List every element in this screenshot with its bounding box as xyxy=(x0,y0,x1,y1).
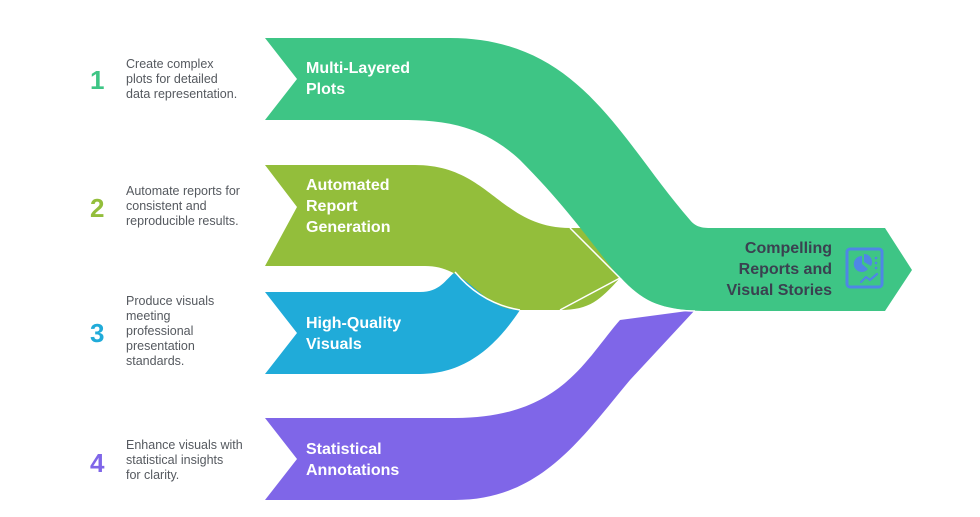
title-line: Statistical xyxy=(306,441,382,458)
description-line: statistical insights xyxy=(126,453,224,467)
description-line: data representation. xyxy=(126,87,238,101)
title-line: Report xyxy=(306,198,358,215)
step-title-4: Statistical Annotations xyxy=(306,439,446,481)
step-description-1: Create complex plots for detailed data r… xyxy=(126,57,261,102)
title-line: Annotations xyxy=(306,462,400,479)
description-line: consistent and xyxy=(126,199,207,213)
separator-line xyxy=(619,277,696,312)
band-statistical-annotations xyxy=(265,310,695,500)
step-title-1: Multi-Layered Plots xyxy=(306,58,446,100)
outcome-title: Compelling Reports and Visual Stories xyxy=(692,238,832,301)
description-line: Automate reports for xyxy=(126,184,240,198)
step-title-2: Automated Report Generation xyxy=(306,175,446,238)
title-line: Visual Stories xyxy=(726,282,832,299)
description-line: professional xyxy=(126,324,194,338)
title-line: Automated xyxy=(306,177,390,194)
band-automated-report-generation xyxy=(265,165,620,310)
title-line: Visuals xyxy=(306,336,362,353)
description-line: standards. xyxy=(126,354,185,368)
step-title-3: High-Quality Visuals xyxy=(306,313,446,355)
title-line: Plots xyxy=(306,81,346,98)
description-line: Enhance visuals with xyxy=(126,438,243,452)
step-description-2: Automate reports for consistent and repr… xyxy=(126,184,261,229)
step-number-3: 3 xyxy=(90,318,105,348)
description-line: reproducible results. xyxy=(126,214,239,228)
title-line: High-Quality xyxy=(306,315,402,332)
title-line: Generation xyxy=(306,219,391,236)
band-multi-layered-plots xyxy=(265,38,912,311)
description-line: Create complex xyxy=(126,57,214,71)
description-line: plots for detailed xyxy=(126,72,218,86)
title-line: Reports and xyxy=(738,261,832,278)
separator-line xyxy=(454,271,521,311)
step-number-2: 2 xyxy=(90,193,105,223)
step-number-1: 1 xyxy=(90,65,105,95)
step-description-3: Produce visuals meeting professional pre… xyxy=(126,294,261,369)
title-line: Compelling xyxy=(744,240,832,257)
band-high-quality-visuals xyxy=(265,272,520,374)
title-line: Multi-Layered xyxy=(306,60,411,77)
description-line: presentation xyxy=(126,339,195,353)
step-number-4: 4 xyxy=(90,448,105,478)
separator-line xyxy=(569,227,621,279)
description-line: Produce visuals xyxy=(126,294,215,308)
report-chart-icon xyxy=(845,247,884,289)
step-description-4: Enhance visuals with statistical insight… xyxy=(126,438,261,483)
separator-line xyxy=(559,277,621,311)
description-line: for clarity. xyxy=(126,468,180,482)
description-line: meeting xyxy=(126,309,171,323)
